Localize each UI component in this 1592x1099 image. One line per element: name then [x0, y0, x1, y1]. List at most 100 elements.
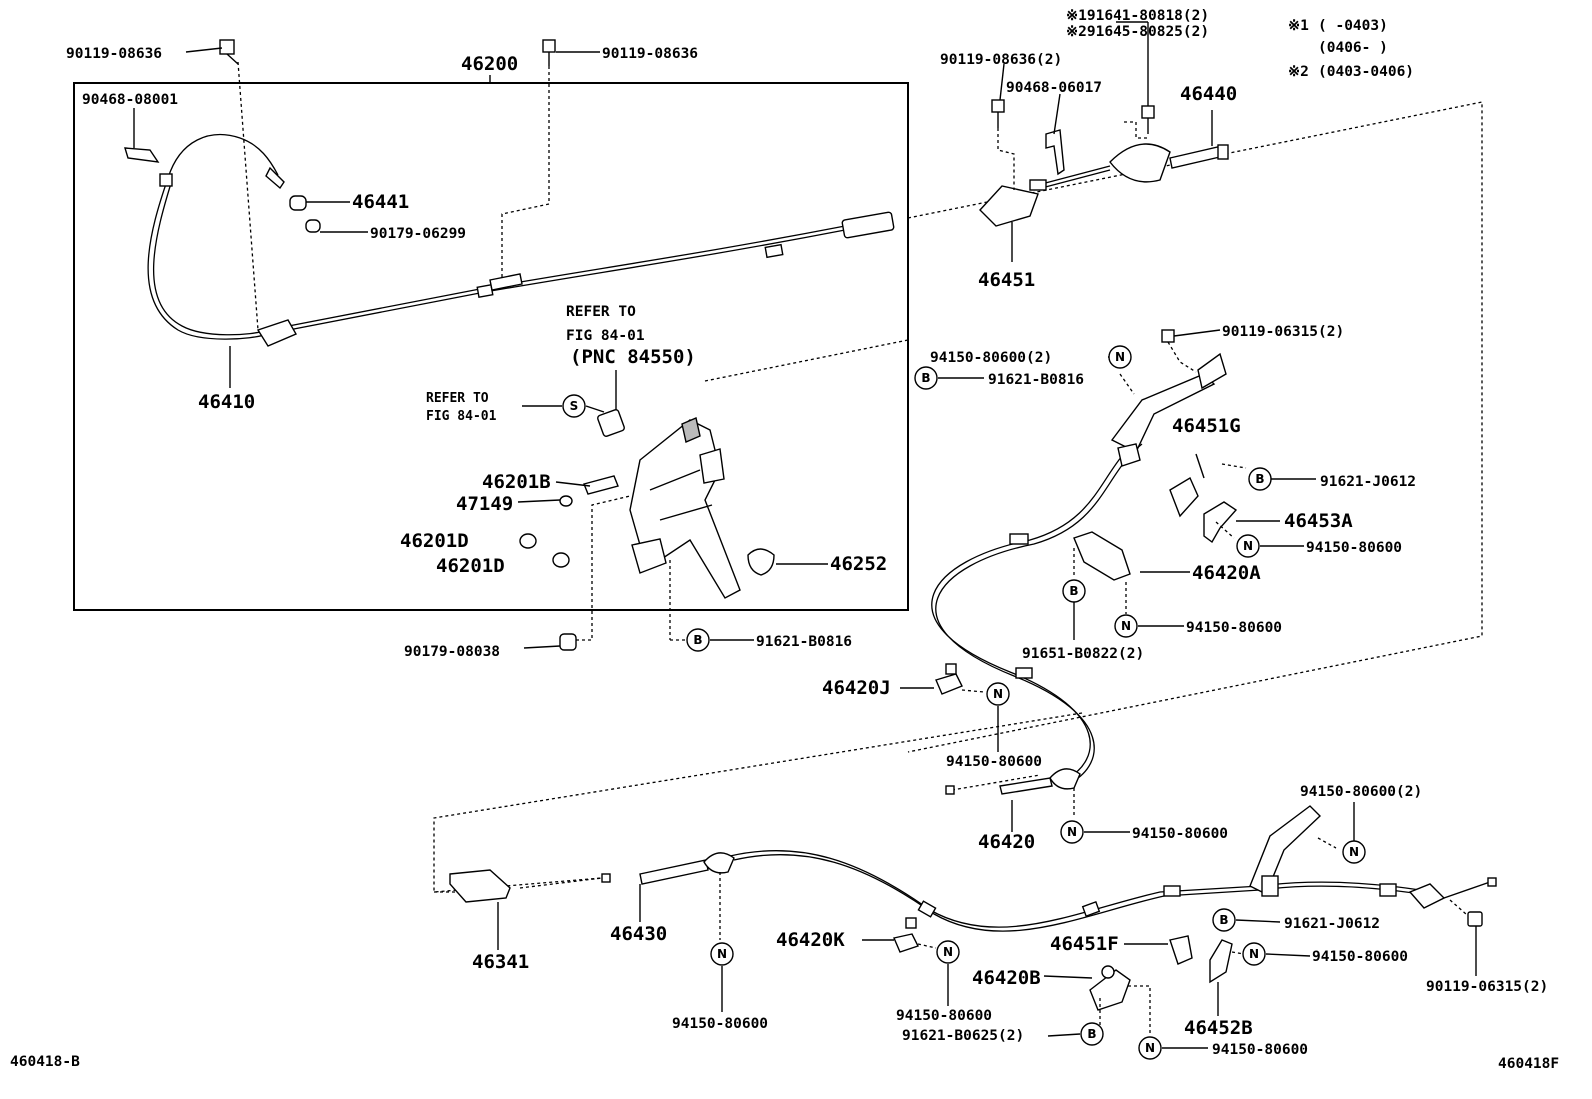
- marker-n-9: N: [1242, 942, 1266, 966]
- refer-note-small-1: REFER TO: [426, 391, 489, 406]
- part-label-94150-80600: 94150-80600: [896, 1008, 992, 1024]
- part-label-46420K: 46420K: [776, 929, 845, 951]
- svg-text:N: N: [1115, 350, 1125, 364]
- part-label-90119-06315-2: 90119-06315(2): [1426, 979, 1548, 995]
- part-label-46420B: 46420B: [972, 967, 1041, 989]
- marker-n-6: N: [1342, 840, 1366, 864]
- part-label-46453A: 46453A: [1284, 510, 1353, 532]
- part-label-91621-B0816: 91621-B0816: [756, 634, 852, 650]
- svg-text:B: B: [693, 633, 702, 647]
- marker-n-7: N: [710, 942, 734, 966]
- part-label-46451: 46451: [978, 269, 1035, 291]
- part-label-90468-08001: 90468-08001: [82, 92, 178, 108]
- part-label-46451F: 46451F: [1050, 933, 1119, 955]
- refer-note-big-3: (PNC 84550): [570, 346, 696, 368]
- part-label-46430: 46430: [610, 923, 667, 945]
- refer-note-big-1: REFER TO: [566, 304, 636, 320]
- svg-text:※2: ※2: [1288, 64, 1309, 80]
- part-label-90119-08636: 90119-08636: [66, 46, 162, 62]
- marker-s: S: [562, 394, 586, 418]
- refer-note-small-2: FIG 84-01: [426, 409, 497, 424]
- svg-text:B: B: [1219, 913, 1228, 927]
- part-label-94150-80600: 94150-80600: [672, 1016, 768, 1032]
- svg-text:(0403-0406): (0403-0406): [1318, 64, 1414, 80]
- svg-text:N: N: [1243, 539, 1253, 553]
- svg-text:B: B: [921, 371, 930, 385]
- part-label-90179-06299: 90179-06299: [370, 226, 466, 242]
- part-label-46441: 46441: [352, 191, 409, 213]
- part-label-91621-B0816: 91621-B0816: [988, 372, 1084, 388]
- bracket-46451-group: [979, 99, 1065, 262]
- rear-cable-46420: [931, 329, 1247, 832]
- part-label-90119-08636: 90119-08636: [602, 46, 698, 62]
- front-cable-46410: [124, 134, 895, 347]
- svg-text:N: N: [993, 687, 1003, 701]
- part-label-46452B: 46452B: [1184, 1017, 1253, 1039]
- bolt-90119-08636-left: [219, 39, 259, 331]
- svg-text:N: N: [1249, 947, 1259, 961]
- marker-b-1: B: [686, 628, 710, 652]
- figure-code-right: 460418F: [1498, 1056, 1559, 1072]
- svg-text:N: N: [943, 945, 953, 959]
- svg-text:S: S: [570, 399, 579, 413]
- svg-text:(0406- ): (0406- ): [1318, 40, 1388, 56]
- part-label-94150-80600-2: 94150-80600(2): [930, 350, 1052, 366]
- part-label-46252: 46252: [830, 553, 887, 575]
- part-label-46420A: 46420A: [1192, 562, 1261, 584]
- svg-text:( -0403): ( -0403): [1318, 18, 1388, 34]
- part-label-91651-B0822-2: 91651-B0822(2): [1022, 646, 1144, 662]
- part-label-94150-80600: 94150-80600: [1312, 949, 1408, 965]
- marker-b-5: B: [1212, 908, 1236, 932]
- part-label-x1-91641-80818: ※191641-80818(2): [1066, 8, 1209, 24]
- parking-brake-pedal-assembly: [519, 409, 775, 651]
- marker-n-1: N: [1108, 345, 1132, 369]
- marker-n-4: N: [986, 682, 1010, 706]
- part-label-94150-80600: 94150-80600: [1212, 1042, 1308, 1058]
- marker-n-8: N: [936, 940, 960, 964]
- assembly-dashed-outline: [433, 101, 1483, 893]
- part-label-47149: 47149: [456, 493, 513, 515]
- part-label-94150-80600: 94150-80600: [1186, 620, 1282, 636]
- assembly-46200-box: [73, 82, 909, 611]
- part-label-x2-91645-80825: ※291645-80825(2): [1066, 24, 1209, 40]
- part-label-91621-J0612: 91621-J0612: [1284, 916, 1380, 932]
- part-label-94150-80600: 94150-80600: [1306, 540, 1402, 556]
- refer-note-big-2: FIG 84-01: [566, 328, 645, 344]
- marker-b-3: B: [1248, 467, 1272, 491]
- part-label-46341: 46341: [472, 951, 529, 973]
- figure-code-left: 460418-B: [10, 1054, 80, 1070]
- part-label-90468-06017: 90468-06017: [1006, 80, 1102, 96]
- svg-text:※1: ※1: [1288, 18, 1309, 34]
- svg-text:N: N: [1121, 619, 1131, 633]
- part-label-91621-B0625-2: 91621-B0625(2): [902, 1028, 1024, 1044]
- marker-b-4: B: [1062, 579, 1086, 603]
- part-label-46410: 46410: [198, 391, 255, 413]
- part-label-46451G: 46451G: [1172, 415, 1241, 437]
- marker-n-2: N: [1236, 534, 1260, 558]
- part-label-46200: 46200: [461, 53, 518, 75]
- part-label-46201D: 46201D: [436, 555, 505, 577]
- svg-text:B: B: [1087, 1027, 1096, 1041]
- marker-n-10: N: [1138, 1036, 1162, 1060]
- svg-text:N: N: [717, 947, 727, 961]
- svg-text:B: B: [1069, 584, 1078, 598]
- marker-b-2: B: [914, 366, 938, 390]
- part-label-94150-80600: 94150-80600: [946, 754, 1042, 770]
- part-label-90179-08038: 90179-08038: [404, 644, 500, 660]
- svg-text:N: N: [1145, 1041, 1155, 1055]
- svg-text:N: N: [1067, 825, 1077, 839]
- marker-n-5: N: [1060, 820, 1084, 844]
- rear-cable-46430: [449, 805, 1497, 1034]
- part-label-90119-06315-2: 90119-06315(2): [1222, 324, 1344, 340]
- equalizer-46440-group: [1029, 105, 1229, 191]
- part-label-90119-08636-2: 90119-08636(2): [940, 52, 1062, 68]
- part-label-94150-80600-2: 94150-80600(2): [1300, 784, 1422, 800]
- part-label-46201D: 46201D: [400, 530, 469, 552]
- svg-text:N: N: [1349, 845, 1359, 859]
- part-label-46440: 46440: [1180, 83, 1237, 105]
- part-label-91621-J0612: 91621-J0612: [1320, 474, 1416, 490]
- marker-b-6: B: [1080, 1022, 1104, 1046]
- marker-n-3: N: [1114, 614, 1138, 638]
- svg-text:B: B: [1255, 472, 1264, 486]
